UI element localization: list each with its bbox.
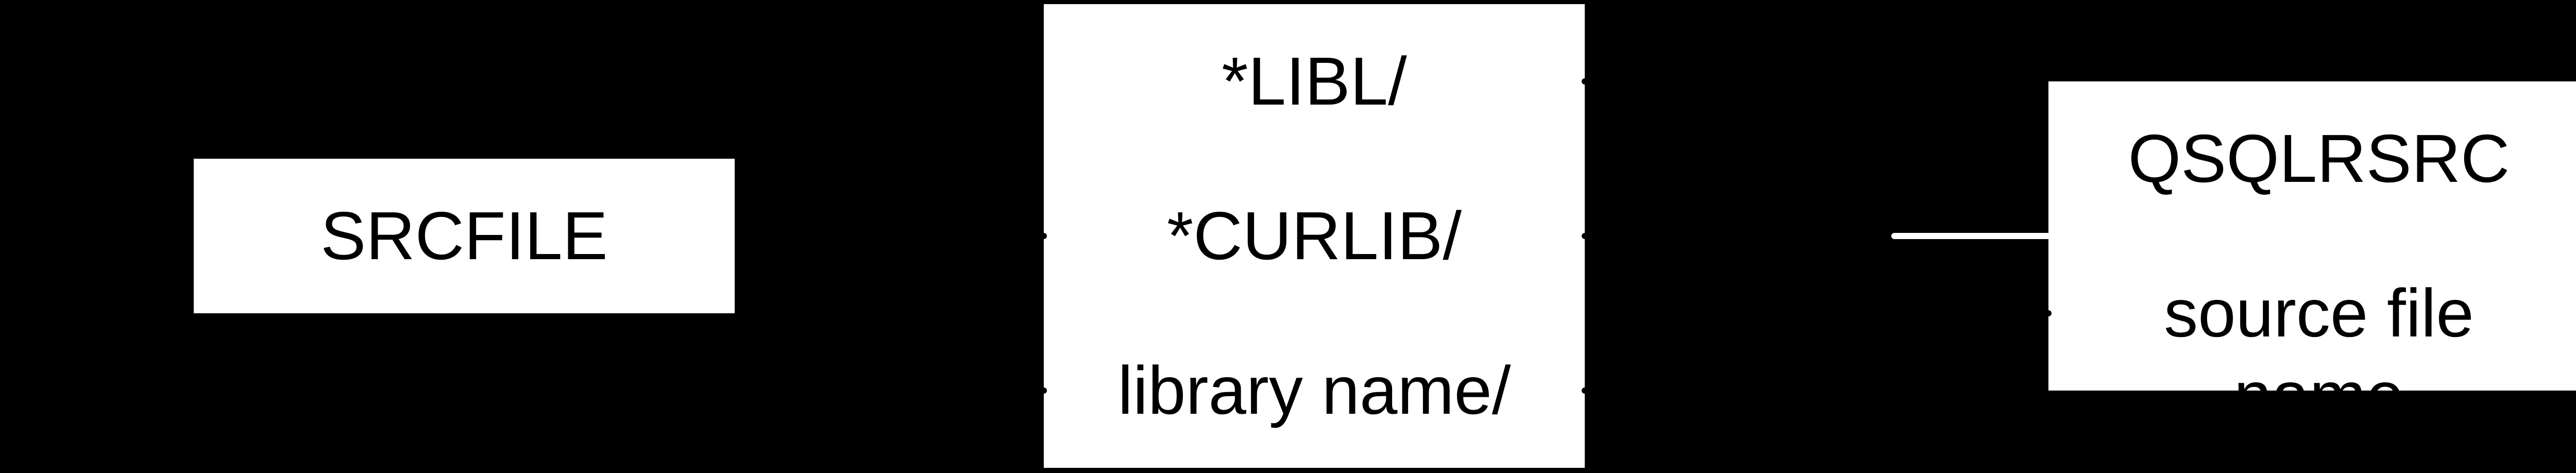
option-libl: *LIBL/ [1222,43,1407,119]
syntax-line-entry [1891,233,2056,239]
connector-dot [1582,233,1588,239]
option-source-file-name: source file name [2164,275,2474,391]
srcfile-keyword-box: SRCFILE [194,159,735,313]
connector-dot [1041,387,1047,394]
option-library-name: library name/ [1117,352,1511,428]
connector-dot [1041,233,1047,239]
connector-dot [1582,78,1588,85]
source-file-box: QSQLRSRC source file name [2048,81,2576,391]
library-qualifier-box: *LIBL/ *CURLIB/ library name/ [1044,4,1585,468]
option-curlib: *CURLIB/ [1166,198,1462,274]
connector-dot [2045,310,2052,316]
connector-dot [1582,387,1588,394]
srcfile-keyword-label: SRCFILE [320,198,608,274]
option-qsqlrsrc: QSQLRSRC [2128,121,2510,196]
